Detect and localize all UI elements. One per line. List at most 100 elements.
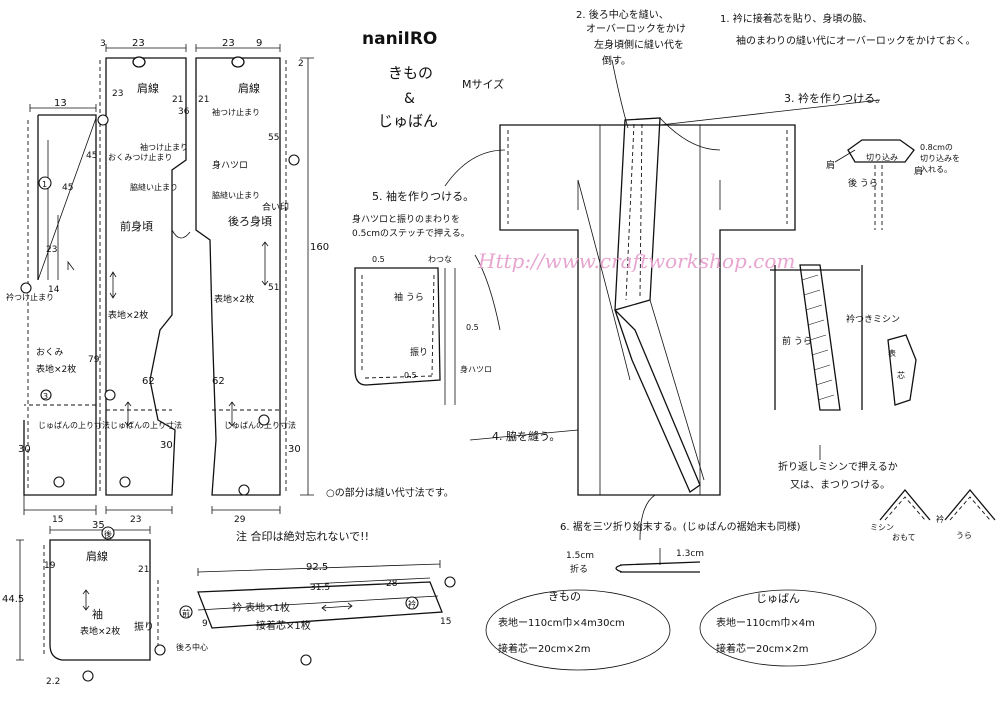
dim-21b: 21: [198, 95, 209, 105]
dim-44: 44.5: [2, 594, 24, 605]
dim-79: 79: [88, 355, 100, 365]
detail-mishin: ミシン: [870, 523, 894, 532]
dim-21c: 21: [138, 565, 149, 575]
step-5-note: 身ハツロと振りのまわりを 0.5cmのステッチで押える。: [352, 213, 470, 239]
step-5: 5. 袖を作りつける。: [372, 189, 474, 203]
brand-title: naniIRO: [362, 29, 437, 49]
dim-14: 14: [48, 285, 60, 295]
label-okumi-end: おくみつけ止まり: [108, 152, 172, 162]
materials-kimono-1: 表地ー110cm巾×4m30cm: [498, 616, 625, 629]
label-side-end: 脇縫い止まり: [130, 182, 178, 192]
dim-9b: 9: [202, 619, 208, 629]
okumi-piece: [23, 104, 97, 515]
label-sleeve-count: 表地×2枚: [80, 625, 120, 637]
kimono-illustration: [499, 117, 796, 496]
seam-allowance-markers: [20, 114, 456, 682]
dim-30b: 30: [160, 440, 173, 451]
label-side-end-back: 脇縫い止まり: [212, 190, 260, 200]
dim-30a: 30: [18, 444, 31, 455]
marker-omote: 表: [888, 348, 896, 358]
dim-45b: 45: [62, 183, 73, 193]
note-seam-allowance: ○の部分は縫い代寸法です。: [326, 486, 454, 499]
arrow-step3: [659, 99, 881, 126]
label-juban-hem-okumi: じゅばんの上り寸法: [38, 420, 110, 430]
materials-kimono: [485, 589, 671, 671]
dim-23b: 23: [222, 38, 235, 49]
marker-shin: 芯: [897, 370, 905, 380]
marker-3a: 3: [43, 392, 48, 401]
dim-23a: 23: [132, 38, 145, 49]
label-front-count: 表地×2枚: [108, 309, 148, 321]
label-shoulder-front: 肩線: [137, 81, 159, 95]
dim-05c: 0.5: [404, 371, 417, 380]
dim-9: 9: [256, 38, 262, 49]
dim-51: 51: [268, 283, 279, 293]
dim-62b: 62: [212, 376, 225, 387]
collar-detail: [770, 139, 917, 460]
detail-fold15: 1.5cm 折る: [566, 551, 597, 575]
detail-ushiro-ura: 後 うら: [848, 177, 878, 189]
dim-62a: 62: [142, 376, 155, 387]
label-collar-material: 衿 表地×1枚: [232, 601, 290, 614]
dim-55: 55: [268, 133, 279, 143]
dim-36: 36: [178, 107, 190, 117]
label-okumi-count: 表地×2枚: [36, 363, 76, 375]
arrow-step5: [444, 149, 506, 187]
note-caution: 注 合印は絶対忘れないで!!: [236, 529, 369, 543]
dim-30c: 30: [288, 444, 301, 455]
sleeve-detail: [354, 254, 501, 405]
detail-kata-l: 肩: [826, 159, 835, 171]
arrow-step4: [469, 429, 579, 441]
sleeve-piece: [16, 526, 159, 661]
arrow-step6: [639, 494, 656, 541]
label-sleeve-shoulder: 肩線: [86, 549, 108, 563]
detail-watsuna: わつな: [428, 255, 452, 264]
hem-detail: [615, 548, 701, 573]
dim-28: 28: [386, 579, 398, 589]
detail-fold13: 1.3cm: [676, 549, 704, 559]
materials-kimono-title: きもの: [548, 590, 581, 603]
dim-29: 29: [234, 515, 246, 525]
title-amp: &: [404, 91, 415, 107]
dim-23e: 23: [130, 515, 141, 525]
dim-23d: 23: [112, 89, 123, 99]
collar-piece: [197, 560, 443, 629]
detail-mae-ura: 前 うら: [782, 335, 812, 347]
dim-35: 35: [92, 520, 105, 531]
marker-back: 後: [104, 529, 112, 539]
dim-22: 2.2: [46, 677, 60, 687]
dim-21a: 21: [172, 95, 183, 105]
detail-orikaeshi: 折り返しミシンで押えるか 又は、まつりつける。: [778, 460, 901, 491]
detail-kirikomi-note: 0.8cmの 切り込みを 入れる。: [920, 143, 963, 174]
label-sleeve-end: 袖つけ止まり: [140, 142, 188, 152]
dim-2: 2: [298, 59, 304, 69]
label-furi: 振り: [134, 620, 154, 633]
step-1: 1. 衿に接着芯を貼り、身頃の脇、 袖のまわりの縫い代にオーバーロックをかけてお…: [720, 12, 976, 47]
detail-eri-small: 衿: [936, 514, 944, 524]
front-body-piece: [99, 44, 191, 514]
detail-furi: 振り: [410, 346, 428, 358]
materials-juban: [699, 589, 877, 667]
detail-omote: おもて: [892, 533, 916, 542]
materials-juban-1: 表地ー110cm巾×4m: [716, 616, 815, 629]
label-mihakkuchi: 身ハツロ: [212, 159, 248, 171]
dim-15: 15: [52, 515, 63, 525]
step-6: 6. 裾を三ツ折り始末する。(じゅばんの裾始末も同様): [560, 520, 801, 533]
dim-05b: 0.5: [466, 323, 479, 332]
dim-925: 92.5: [306, 562, 328, 573]
detail-kata-r: 肩: [914, 165, 923, 177]
dim-05a: 0.5: [372, 255, 385, 264]
detail-sode-ura: 袖 うら: [394, 291, 424, 303]
marker-collar: 衿: [408, 599, 416, 609]
detail-eri-stitch: 衿つきミシン: [846, 313, 900, 325]
dim-160: 160: [310, 242, 329, 253]
size-label: Mサイズ: [462, 77, 504, 91]
label-juban-hem-back: じゅばんの上り寸法: [224, 420, 296, 430]
detail-ura: うら: [956, 531, 972, 540]
label-okumi: おくみ: [36, 347, 63, 358]
dim-19: 19: [44, 561, 56, 571]
label-shoulder-back: 肩線: [238, 81, 260, 95]
dim-45a: 45: [86, 151, 97, 161]
dim-15b: 15: [440, 617, 451, 627]
